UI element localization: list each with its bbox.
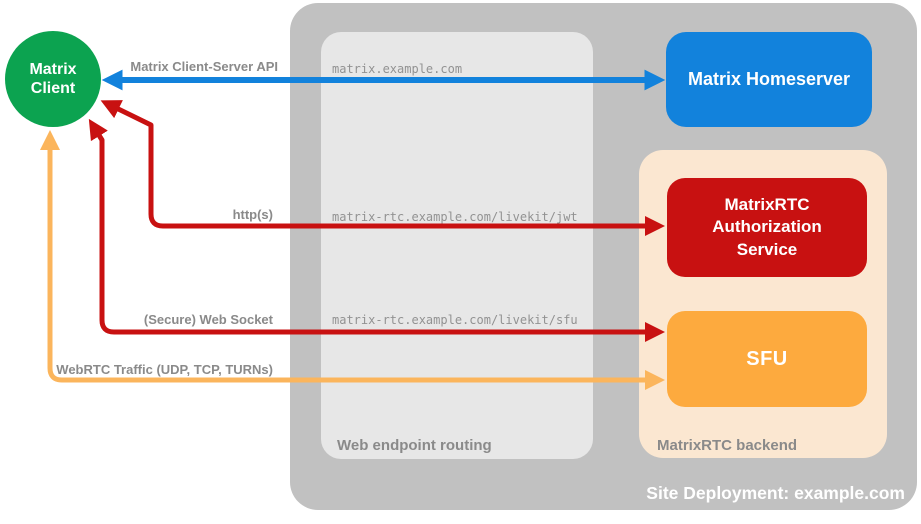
matrix-client-node: Matrix Client: [5, 31, 101, 127]
matrix-homeserver-node: Matrix Homeserver: [666, 32, 872, 127]
sfu-label: SFU: [746, 347, 788, 370]
matrixrtc-authorization-service-node: MatrixRTC Authorization Service: [667, 178, 867, 277]
matrix-client-label: Matrix Client: [29, 60, 77, 97]
client-server-api-label: Matrix Client-Server API: [130, 59, 278, 74]
route-matrix-example-com: matrix.example.com: [332, 62, 463, 76]
matrixrtc-backend-label: MatrixRTC backend: [657, 437, 798, 454]
route-livekit-jwt: matrix-rtc.example.com/livekit/jwt: [332, 210, 578, 224]
route-livekit-sfu: matrix-rtc.example.com/livekit/sfu: [332, 313, 578, 327]
site-deployment-label: Site Deployment: example.com: [646, 483, 905, 503]
web-endpoint-routing-container: [321, 32, 593, 459]
matrix-homeserver-label: Matrix Homeserver: [687, 69, 851, 89]
webrtc-traffic-label: WebRTC Traffic (UDP, TCP, TURNs): [56, 362, 273, 377]
websocket-label: (Secure) Web Socket: [143, 312, 273, 327]
matrixrtc-authorization-service-label: MatrixRTC Authorization Service: [712, 195, 822, 259]
https-label: http(s): [232, 207, 273, 222]
web-endpoint-routing-label: Web endpoint routing: [337, 437, 492, 454]
sfu-node: SFU: [667, 311, 867, 407]
